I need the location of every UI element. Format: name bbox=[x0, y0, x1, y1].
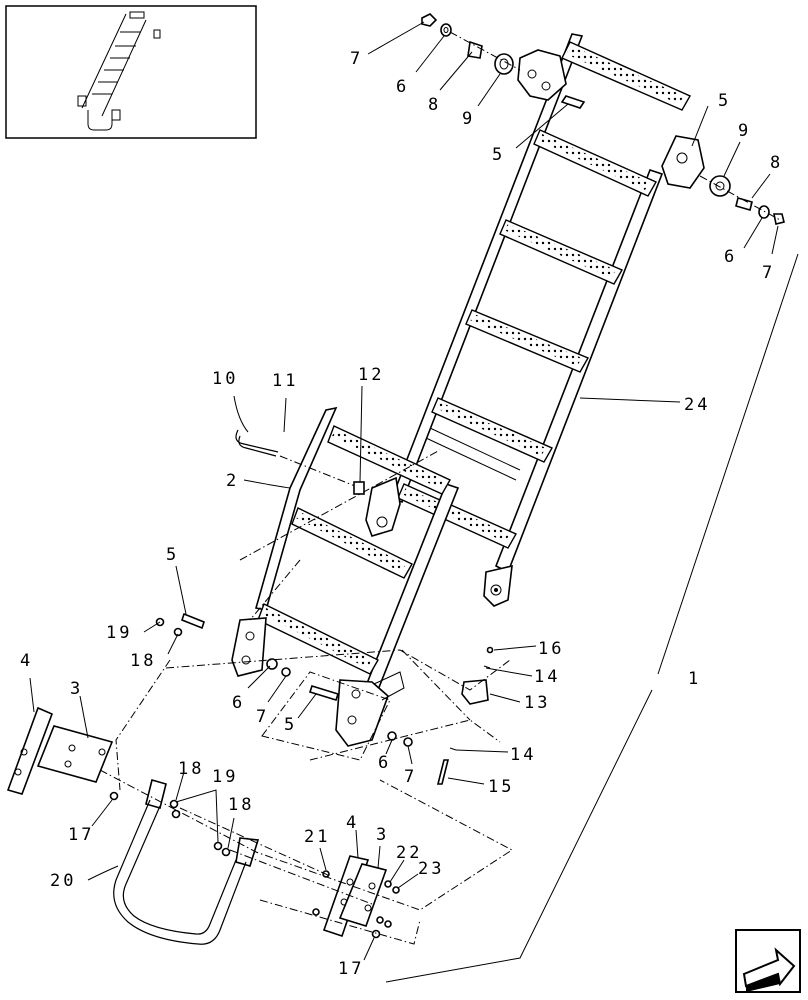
callout-7-center: 7 bbox=[404, 767, 417, 787]
ladder-thumbnail-icon bbox=[77, 11, 161, 131]
callout-12: 12 bbox=[358, 365, 384, 385]
hook-pin bbox=[235, 429, 365, 495]
callout-11: 11 bbox=[272, 371, 298, 391]
callout-18-left: 18 bbox=[130, 651, 156, 671]
callout-1: 1 bbox=[688, 669, 701, 689]
page-arrow-icon[interactable] bbox=[735, 929, 801, 993]
callout-15: 15 bbox=[488, 777, 514, 797]
callout-9-right: 9 bbox=[738, 121, 751, 141]
callout-3-bottom: 3 bbox=[376, 825, 389, 845]
callout-8-right: 8 bbox=[770, 153, 783, 173]
callout-3-left: 3 bbox=[70, 679, 83, 699]
callout-23: 23 bbox=[418, 859, 444, 879]
callout-5-topright: 5 bbox=[718, 91, 731, 111]
callout-13: 13 bbox=[524, 693, 550, 713]
callout-6-right: 6 bbox=[724, 247, 737, 267]
callout-6-center: 6 bbox=[378, 753, 391, 773]
callout-7-midleft: 7 bbox=[256, 707, 269, 727]
callout-6-top: 6 bbox=[396, 77, 409, 97]
top-hardware bbox=[421, 13, 785, 225]
callout-6-midleft: 6 bbox=[232, 693, 245, 713]
callout-5-mid: 5 bbox=[492, 145, 505, 165]
callout-4-bottom: 4 bbox=[346, 813, 359, 833]
callout-8-top: 8 bbox=[428, 95, 441, 115]
thumbnail-box bbox=[5, 5, 257, 139]
callout-5-center: 5 bbox=[284, 715, 297, 735]
callout-16: 16 bbox=[538, 639, 564, 659]
callout-22: 22 bbox=[396, 843, 422, 863]
phantom-lines bbox=[99, 559, 513, 945]
step-handle bbox=[113, 779, 260, 945]
callout-10: 10 bbox=[212, 369, 238, 389]
callout-14-bottom: 14 bbox=[510, 745, 536, 765]
leader-lines bbox=[29, 21, 799, 983]
callout-21: 21 bbox=[304, 827, 330, 847]
callout-labels: 7 6 8 9 5 5 9 8 6 7 24 10 11 12 2 5 19 1… bbox=[20, 49, 783, 979]
callout-2: 2 bbox=[226, 471, 239, 491]
callout-19-bl: 19 bbox=[212, 767, 238, 787]
callout-17-left: 17 bbox=[68, 825, 94, 845]
callout-7-top: 7 bbox=[350, 49, 363, 69]
callout-18-bl: 18 bbox=[178, 759, 204, 779]
callout-14-top: 14 bbox=[534, 667, 560, 687]
lower-ladder bbox=[231, 406, 460, 747]
upper-treads bbox=[397, 41, 691, 549]
mid-hardware bbox=[155, 612, 494, 785]
callout-4-left: 4 bbox=[20, 651, 33, 671]
callout-5-left: 5 bbox=[166, 545, 179, 565]
callout-18-br: 18 bbox=[228, 795, 254, 815]
callout-19-left: 19 bbox=[106, 623, 132, 643]
callout-20: 20 bbox=[50, 871, 76, 891]
bottom-bracket-plates bbox=[312, 855, 400, 939]
callout-7-right: 7 bbox=[762, 263, 775, 283]
left-bracket-plates bbox=[6, 706, 119, 801]
callout-9-top: 9 bbox=[462, 109, 475, 129]
callout-17-bottom: 17 bbox=[338, 959, 364, 979]
callout-24: 24 bbox=[684, 395, 710, 415]
